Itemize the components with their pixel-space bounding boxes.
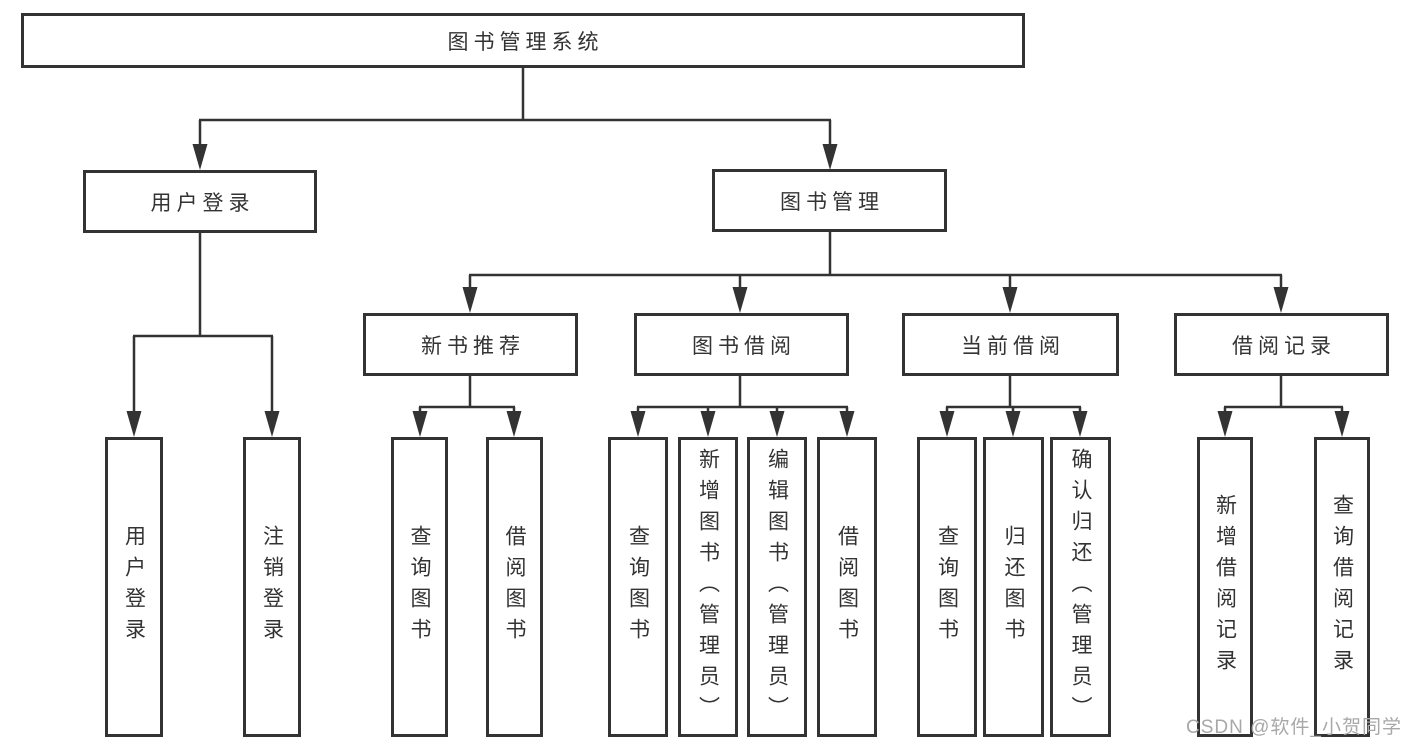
leaf-query-books-current: 查询图书: [917, 437, 977, 737]
node-current-borrowing: 当前借阅: [902, 313, 1119, 376]
leaf-logout: 注销登录: [243, 437, 301, 737]
node-label: 图书借阅: [692, 334, 796, 358]
connector-lines: [132, 68, 1344, 415]
node-label: 查询图书: [408, 525, 431, 649]
node-label: 编辑图书（管理员）: [765, 447, 789, 727]
node-library-management-system: 图书管理系统: [21, 13, 1025, 68]
node-label: 归还图书: [1002, 525, 1025, 649]
leaf-user-login: 用户登录: [105, 437, 163, 737]
node-label: 用户登录: [122, 525, 146, 649]
leaf-query-borrow-record: 查询借阅记录: [1314, 437, 1370, 737]
leaf-add-books-admin: 新增图书（管理员）: [678, 437, 738, 737]
node-book-borrowing: 图书借阅: [634, 313, 849, 376]
node-label: 图书管理: [780, 190, 884, 214]
node-label: 用户登录: [150, 191, 255, 215]
node-label: 新增图书（管理员）: [696, 447, 720, 727]
node-book-management: 图书管理: [712, 169, 947, 232]
connector-arrowheads: [126, 144, 1350, 437]
node-user-login: 用户登录: [83, 170, 317, 233]
node-label: 新增借阅记录: [1213, 494, 1237, 680]
node-label: 确认归还（管理员）: [1069, 447, 1092, 727]
node-label: 查询图书: [935, 525, 959, 649]
node-label: 借阅图书: [503, 525, 526, 649]
node-label: 借阅图书: [835, 525, 859, 649]
leaf-query-books-borrowing: 查询图书: [608, 437, 668, 737]
node-label: 查询借阅记录: [1330, 494, 1354, 680]
node-label: 图书管理系统: [447, 30, 604, 54]
node-label: 新书推荐: [421, 334, 525, 358]
leaf-query-books-recommend: 查询图书: [391, 437, 448, 737]
leaf-return-books: 归还图书: [983, 437, 1044, 737]
node-label: 查询图书: [626, 525, 650, 649]
node-label: 借阅记录: [1232, 334, 1336, 358]
csdn-watermark: CSDN @软件_小贺同学: [1186, 717, 1402, 738]
node-new-book-recommendation: 新书推荐: [363, 313, 578, 376]
leaf-borrow-books-borrowing: 借阅图书: [817, 437, 877, 737]
leaf-borrow-books-recommend: 借阅图书: [486, 437, 543, 737]
leaf-add-borrow-record: 新增借阅记录: [1197, 437, 1253, 737]
node-borrowing-records: 借阅记录: [1174, 313, 1389, 376]
node-label: 当前借阅: [961, 334, 1065, 358]
leaf-edit-books-admin: 编辑图书（管理员）: [747, 437, 807, 737]
leaf-confirm-return-admin: 确认归还（管理员）: [1050, 437, 1111, 737]
node-label: 注销登录: [260, 525, 284, 649]
